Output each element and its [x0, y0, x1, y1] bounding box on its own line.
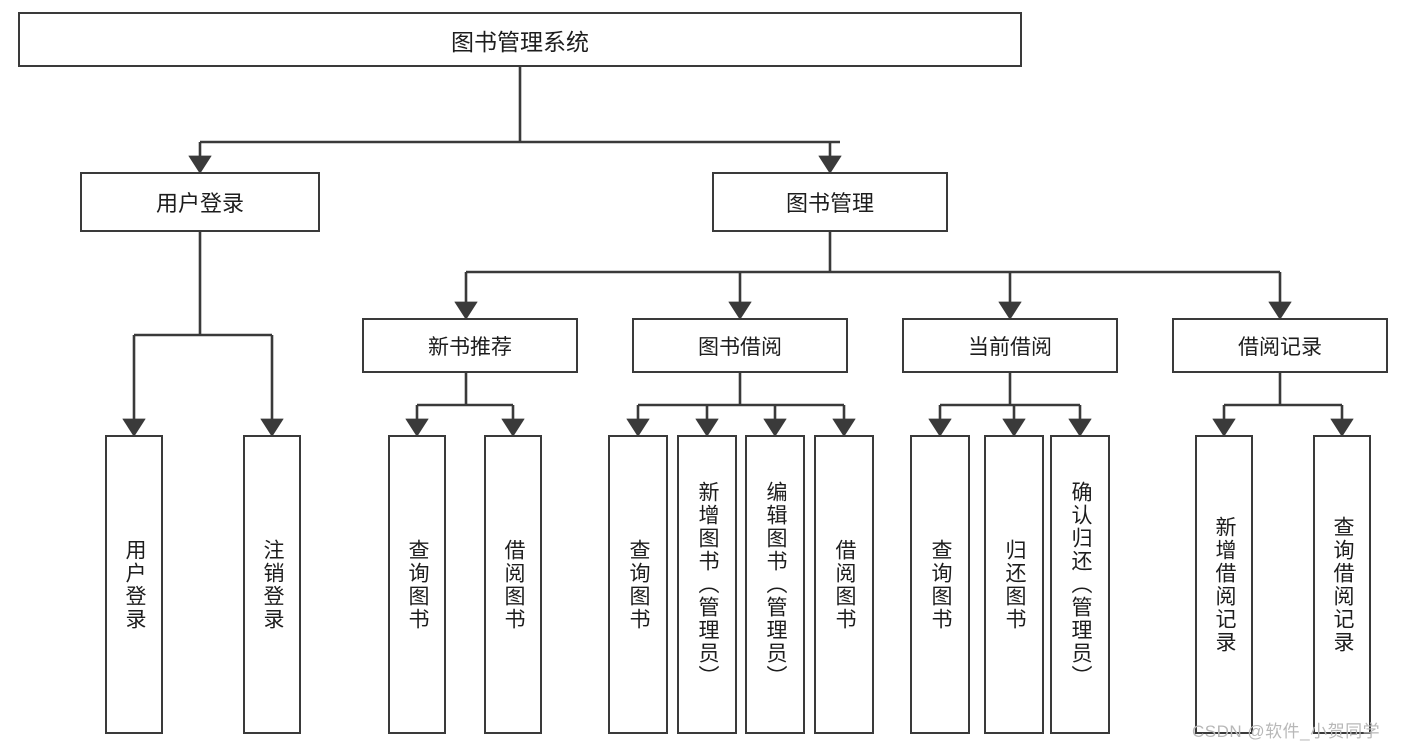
leaf-label: 查询图书: [406, 538, 430, 631]
leaf-node[interactable]: 借阅图书: [484, 435, 542, 734]
leaf-node[interactable]: 查询图书: [388, 435, 446, 734]
leaf-label: 借阅图书: [833, 538, 857, 631]
leaf-node[interactable]: 查询借阅记录: [1313, 435, 1371, 734]
leaf-label: 借阅图书: [502, 538, 526, 631]
node-book-borrow[interactable]: 图书借阅: [632, 318, 848, 373]
leaf-label: 查询图书: [929, 538, 953, 631]
leaf-label: 新增借阅记录: [1213, 515, 1237, 654]
leaf-node[interactable]: 注销登录: [243, 435, 301, 734]
leaf-label: 归还图书: [1003, 538, 1027, 631]
leaf-node[interactable]: 查询图书: [910, 435, 970, 734]
node-current-borrow-label: 当前借阅: [968, 335, 1052, 359]
node-user-login[interactable]: 用户登录: [80, 172, 320, 232]
node-new-book-recommend[interactable]: 新书推荐: [362, 318, 578, 373]
node-new-book-recommend-label: 新书推荐: [428, 335, 512, 359]
node-user-login-label: 用户登录: [155, 191, 244, 216]
leaf-label: 用户登录: [123, 538, 147, 631]
node-book-borrow-label: 图书借阅: [698, 335, 782, 359]
leaf-node[interactable]: 用户登录: [105, 435, 163, 734]
leaf-node[interactable]: 借阅图书: [814, 435, 874, 734]
leaf-label: 查询借阅记录: [1331, 515, 1355, 654]
leaf-label: 确认归还（管理员）: [1069, 481, 1093, 688]
leaf-node[interactable]: 查询图书: [608, 435, 668, 734]
csdn-watermark: CSDN @软件_小贺同学: [1192, 722, 1381, 741]
node-current-borrow[interactable]: 当前借阅: [902, 318, 1118, 373]
leaf-label: 新增图书（管理员）: [696, 481, 720, 688]
leaf-label: 注销登录: [261, 538, 285, 631]
node-borrow-record-label: 借阅记录: [1238, 335, 1322, 359]
node-book-management-label: 图书管理: [785, 191, 874, 216]
node-book-management[interactable]: 图书管理: [712, 172, 948, 232]
leaf-label: 查询图书: [627, 538, 651, 631]
node-root-label: 图书管理系统: [451, 28, 589, 55]
leaf-node[interactable]: 归还图书: [984, 435, 1044, 734]
leaf-node[interactable]: 确认归还（管理员）: [1050, 435, 1110, 734]
node-borrow-record[interactable]: 借阅记录: [1172, 318, 1388, 373]
leaf-label: 编辑图书（管理员）: [764, 481, 788, 688]
leaf-node[interactable]: 编辑图书（管理员）: [745, 435, 805, 734]
leaf-node[interactable]: 新增图书（管理员）: [677, 435, 737, 734]
leaf-node[interactable]: 新增借阅记录: [1195, 435, 1253, 734]
node-root[interactable]: 图书管理系统: [18, 12, 1022, 67]
